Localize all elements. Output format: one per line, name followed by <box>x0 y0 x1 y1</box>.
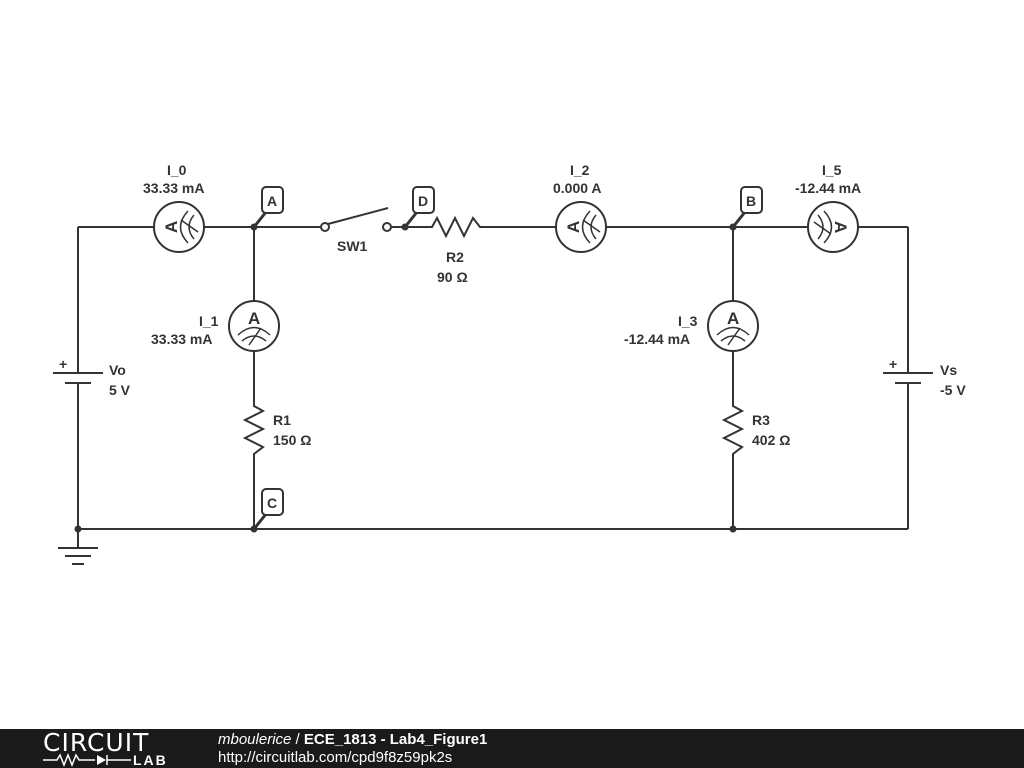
svg-text:A: A <box>564 221 583 233</box>
sw1-name: SW1 <box>337 238 368 254</box>
i1-value: 33.33 mA <box>151 331 212 347</box>
logo-resistor-diode-icon <box>43 753 131 767</box>
i2-value: 0.000 A <box>553 180 602 196</box>
circuitlab-logo[interactable]: CIRCUIT LAB <box>43 728 183 768</box>
node-tag-c: C <box>252 488 284 530</box>
schematic-canvas: SW1 R2 90 Ω R1 150 Ω R3 402 Ω + Vo 5 V +… <box>53 162 966 565</box>
ammeter-i1-icon: A <box>228 300 280 352</box>
vo-value: 5 V <box>109 382 131 398</box>
i2-name: I_2 <box>570 162 590 178</box>
i3-name: I_3 <box>678 313 698 329</box>
r3-value: 402 Ω <box>752 432 790 448</box>
i3-value: -12.44 mA <box>624 331 690 347</box>
battery-vs-icon <box>883 372 933 384</box>
svg-text:C: C <box>267 495 277 511</box>
i1-name: I_1 <box>199 313 219 329</box>
footer-title-line: mboulerice / ECE_1813 - Lab4_Figure1 <box>218 731 487 749</box>
r3-name: R3 <box>752 412 770 428</box>
r2-name: R2 <box>446 249 464 265</box>
vo-name: Vo <box>109 362 126 378</box>
svg-text:D: D <box>418 193 428 209</box>
title-separator: / <box>291 731 304 748</box>
vs-value: -5 V <box>940 382 966 398</box>
resistor-r2 <box>428 215 484 239</box>
node-tag-d: D <box>403 186 435 228</box>
ammeter-i0-icon: A <box>153 201 205 253</box>
r2-value: 90 Ω <box>437 269 468 285</box>
ground-icon <box>58 547 98 565</box>
footer-bar: CIRCUIT LAB mboulerice / ECE_1813 - Lab4… <box>0 729 1024 768</box>
svg-text:A: A <box>831 221 850 233</box>
r1-name: R1 <box>273 412 291 428</box>
junction-ground <box>74 525 82 533</box>
ammeter-i3-icon: A <box>707 300 759 352</box>
logo-circuit-text: CIRCUIT <box>43 728 150 757</box>
node-tag-a: A <box>252 186 284 228</box>
vs-name: Vs <box>940 362 957 378</box>
ammeter-i5-icon: A <box>807 201 859 253</box>
i0-name: I_0 <box>167 162 187 178</box>
ammeter-i2-icon: A <box>555 201 607 253</box>
resistor-r1 <box>242 402 266 458</box>
author-link[interactable]: mboulerice <box>218 731 292 748</box>
vs-plus: + <box>889 356 897 372</box>
svg-text:A: A <box>727 309 739 328</box>
node-tag-b: B <box>731 186 763 228</box>
svg-text:B: B <box>746 193 756 209</box>
vo-plus: + <box>59 356 67 372</box>
switch-sw1 <box>320 207 392 232</box>
battery-vo-icon <box>53 372 103 384</box>
r1-value: 150 Ω <box>273 432 311 448</box>
logo-lab-text: LAB <box>133 752 168 768</box>
junction-bottom-r3 <box>729 525 737 533</box>
circuit-title[interactable]: ECE_1813 - Lab4_Figure1 <box>303 731 488 748</box>
i5-name: I_5 <box>822 162 842 178</box>
svg-text:A: A <box>267 193 277 209</box>
svg-text:A: A <box>162 221 181 233</box>
circuit-url[interactable]: http://circuitlab.com/cpd9f8z59pk2s <box>218 749 453 766</box>
i5-value: -12.44 mA <box>795 180 861 196</box>
resistor-r3 <box>721 402 745 458</box>
svg-text:A: A <box>248 309 260 328</box>
i0-value: 33.33 mA <box>143 180 204 196</box>
